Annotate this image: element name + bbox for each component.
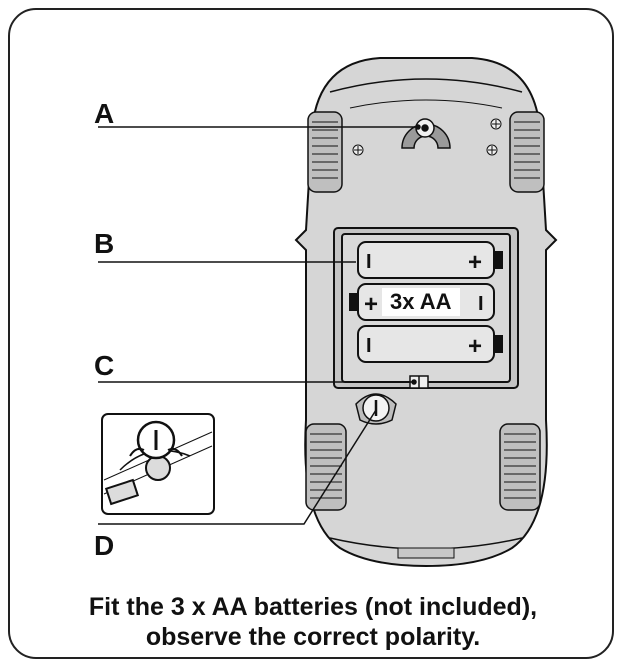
callout-a: A xyxy=(94,98,115,129)
leader-d xyxy=(98,409,377,525)
callout-c: C xyxy=(94,350,115,381)
wheel-rear-left xyxy=(305,423,347,511)
screw-front-right xyxy=(486,144,498,156)
battery-1 xyxy=(357,241,503,279)
inset-detail xyxy=(101,413,215,515)
battery-3-plus: + xyxy=(468,333,482,360)
battery-3-minus: I xyxy=(366,335,372,357)
power-switch xyxy=(401,118,451,149)
screw-mid-right xyxy=(490,118,502,130)
callout-b: B xyxy=(94,228,115,259)
front-bumper xyxy=(329,78,523,93)
battery-1-plus: + xyxy=(468,249,482,276)
battery-count-label: 3x AA xyxy=(382,288,460,316)
leader-lines xyxy=(98,124,421,525)
screw-front-left xyxy=(352,144,364,156)
wheel-front-left xyxy=(307,111,343,193)
callout-d: D xyxy=(94,530,115,561)
instruction-line-2: observe the correct polarity. xyxy=(145,623,481,651)
wheel-rear-right xyxy=(499,423,541,511)
front-vent xyxy=(349,99,503,109)
cover-lock xyxy=(355,393,397,425)
battery-2-plus: + xyxy=(364,291,378,318)
battery-3 xyxy=(357,325,503,363)
rear-notch xyxy=(397,547,455,559)
battery-1-minus: I xyxy=(366,251,372,273)
instruction-line-1: Fit the 3 x AA batteries (not included), xyxy=(88,593,538,621)
diagram-frame xyxy=(8,8,614,659)
battery-2-minus: I xyxy=(478,293,484,315)
wheel-front-right xyxy=(509,111,545,193)
